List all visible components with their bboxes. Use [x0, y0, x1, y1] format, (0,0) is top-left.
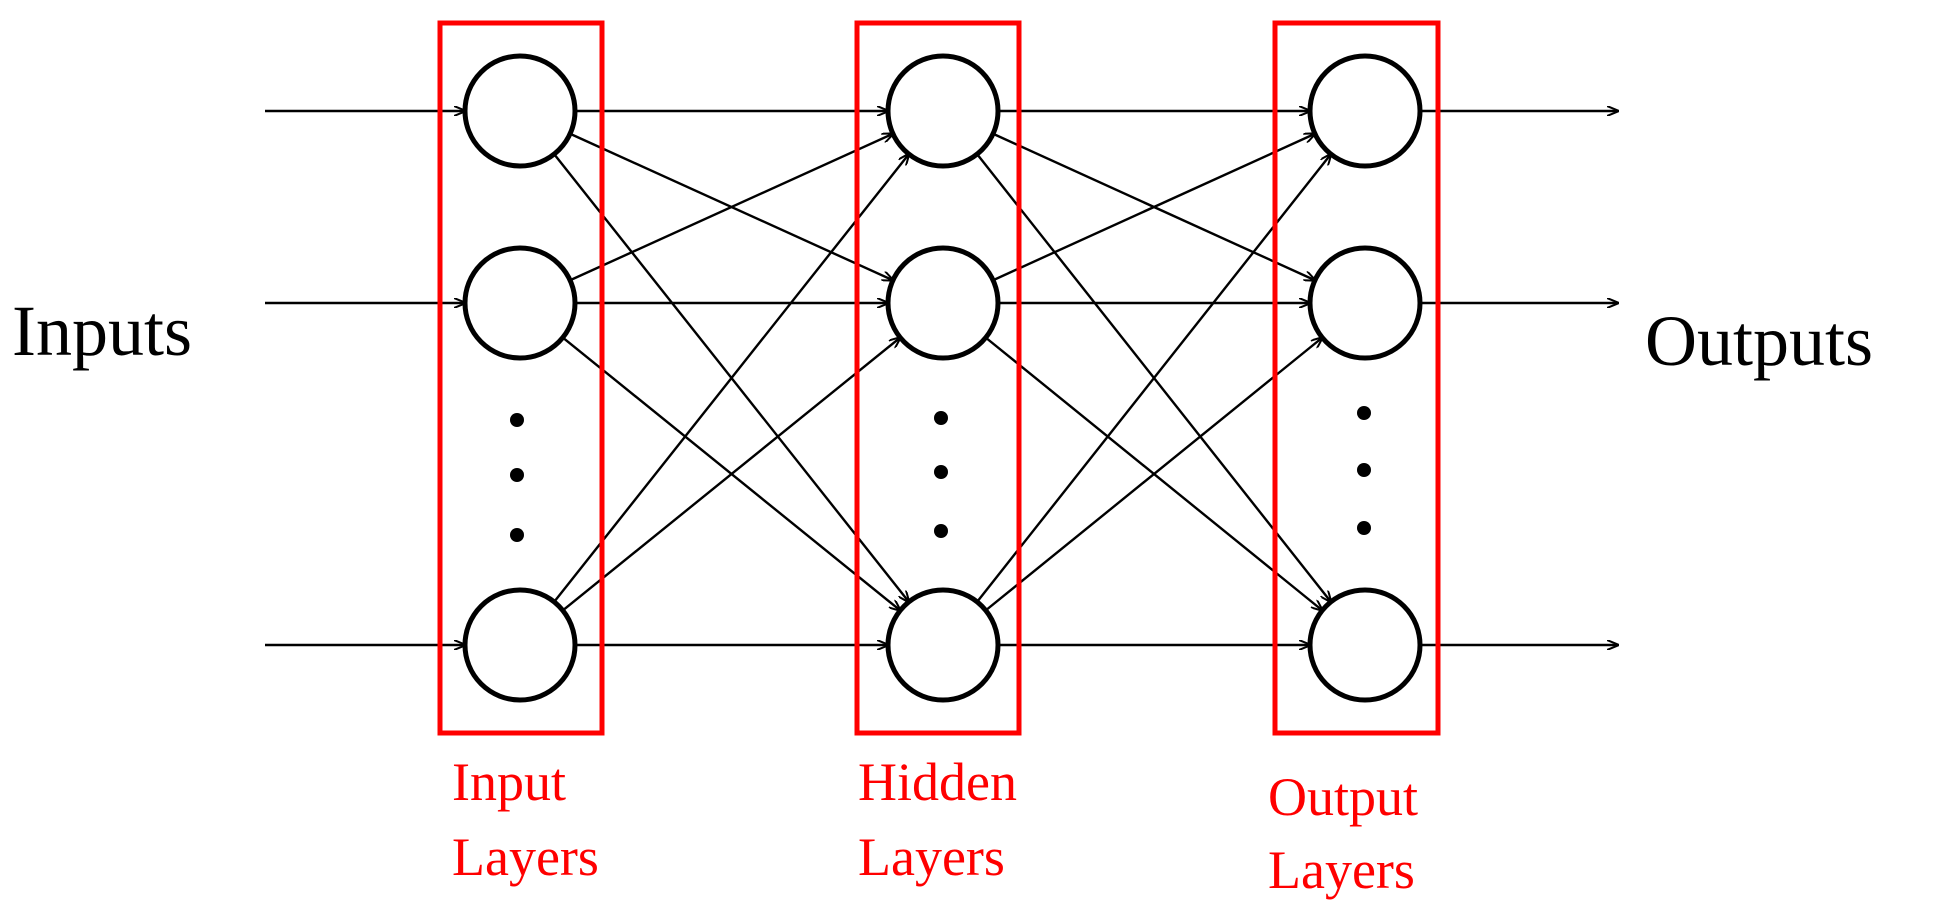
- connection-hidden-3-to-output-1: [976, 154, 1331, 603]
- input-neuron-3: [462, 587, 578, 703]
- connection-input-3-to-hidden-2: [562, 338, 900, 612]
- connections: [265, 111, 1618, 645]
- output-neuron-3: [1307, 587, 1423, 703]
- hidden-layer-box: [854, 20, 1022, 736]
- input-layer-caption-line2: Layers: [452, 827, 599, 887]
- outputs-label: Outputs: [1645, 301, 1873, 381]
- input-ellipsis-dot-3: [510, 528, 524, 542]
- connection-input-2-to-hidden-1: [569, 134, 893, 282]
- input-layer-box: [437, 20, 605, 736]
- hidden-neuron-1: [885, 53, 1001, 169]
- input-ellipsis-dot-2: [510, 468, 524, 482]
- output-layer-caption-line1: Output: [1268, 767, 1418, 827]
- connection-hidden-3-to-output-2: [984, 338, 1323, 612]
- hidden-ellipsis-dot-1: [934, 411, 948, 425]
- input-layer-caption-line1: Input: [452, 752, 566, 812]
- hidden-neuron-2: [885, 245, 1001, 361]
- output-neuron-1: [1307, 53, 1423, 169]
- output-ellipsis-dot-3: [1357, 521, 1371, 535]
- ellipsis-dots: [510, 406, 1371, 542]
- input-neuron-1: [462, 53, 578, 169]
- hidden-layer-caption-line1: Hidden: [858, 752, 1017, 812]
- neurons: [462, 53, 1423, 703]
- output-ellipsis-dot-1: [1357, 406, 1371, 420]
- hidden-layer-caption-line2: Layers: [858, 827, 1005, 887]
- connection-input-3-to-hidden-1: [553, 154, 909, 603]
- output-layer-box: [1272, 20, 1441, 736]
- input-neuron-2: [462, 245, 578, 361]
- inputs-label: Inputs: [12, 291, 192, 371]
- hidden-ellipsis-dot-3: [934, 524, 948, 538]
- hidden-neuron-3: [885, 587, 1001, 703]
- layer-boxes: [437, 20, 1441, 736]
- hidden-ellipsis-dot-2: [934, 465, 948, 479]
- connection-hidden-2-to-output-1: [992, 134, 1315, 282]
- input-ellipsis-dot-1: [510, 413, 524, 427]
- output-neuron-2: [1307, 245, 1423, 361]
- output-layer-caption-line2: Layers: [1268, 840, 1415, 900]
- output-ellipsis-dot-2: [1357, 463, 1371, 477]
